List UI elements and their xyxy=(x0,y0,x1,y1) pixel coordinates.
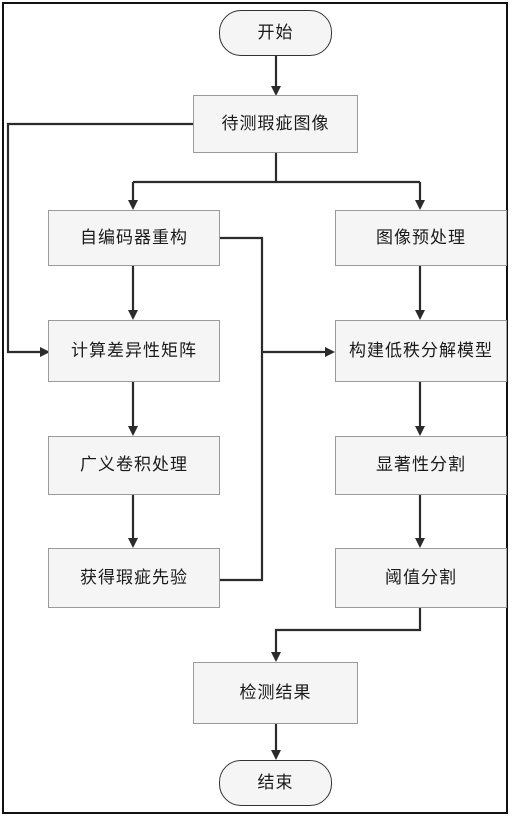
saliency-label: 显著性分割 xyxy=(376,455,466,476)
convolution-label: 广义卷积处理 xyxy=(80,455,188,476)
preprocess-box: 图像预处理 xyxy=(335,210,507,266)
saliency-box: 显著性分割 xyxy=(335,436,507,495)
threshold-box: 阈值分割 xyxy=(335,548,507,608)
end-node: 结束 xyxy=(219,760,332,806)
preprocess-label: 图像预处理 xyxy=(376,227,466,248)
defect-prior-box: 获得瑕疵先验 xyxy=(48,548,220,608)
reconstruct-box: 自编码器重构 xyxy=(48,210,220,266)
difference-matrix-box: 计算差异性矩阵 xyxy=(48,320,220,382)
lowrank-model-label: 构建低秩分解模型 xyxy=(349,340,493,361)
input-image-box: 待测瑕疵图像 xyxy=(193,95,358,153)
start-label: 开始 xyxy=(257,22,294,43)
difference-matrix-label: 计算差异性矩阵 xyxy=(71,340,197,361)
start-node: 开始 xyxy=(219,10,332,56)
connector-reconstruct-to-lowrank xyxy=(220,236,264,582)
convolution-box: 广义卷积处理 xyxy=(48,436,220,495)
threshold-label: 阈值分割 xyxy=(385,567,457,588)
lowrank-model-box: 构建低秩分解模型 xyxy=(335,320,507,382)
arrow-threshold-to-result xyxy=(271,608,422,662)
arrow-input-to-difference xyxy=(6,122,193,357)
input-image-label: 待测瑕疵图像 xyxy=(221,113,330,134)
defect-prior-label: 获得瑕疵先验 xyxy=(80,567,188,588)
result-box: 检测结果 xyxy=(193,662,358,724)
result-label: 检测结果 xyxy=(239,682,312,703)
end-label: 结束 xyxy=(257,772,294,793)
reconstruct-label: 自编码器重构 xyxy=(80,227,188,248)
